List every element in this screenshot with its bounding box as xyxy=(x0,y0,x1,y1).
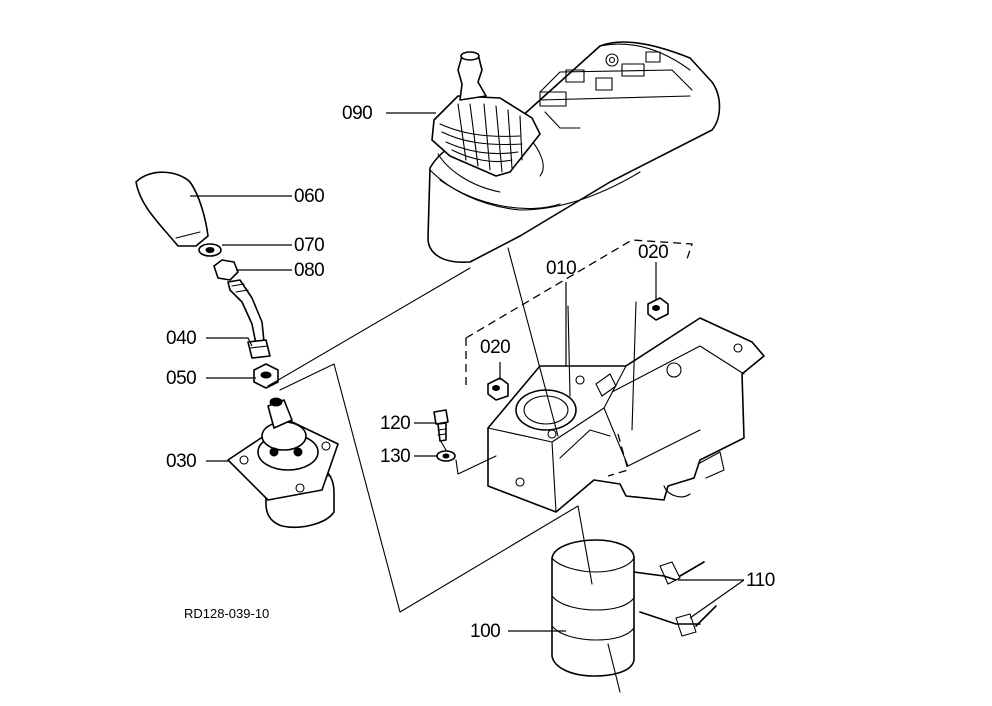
valve-part-030 xyxy=(227,397,339,528)
callout-020-right: 020 xyxy=(638,242,669,263)
nut-part-050 xyxy=(253,363,279,389)
callout-080: 080 xyxy=(294,260,325,281)
callout-010: 010 xyxy=(546,258,577,279)
boot-part-090 xyxy=(431,51,541,177)
callout-090: 090 xyxy=(342,103,373,124)
callout-020-left: 020 xyxy=(480,337,511,358)
washer-part-130 xyxy=(436,450,456,462)
bolt-part-120 xyxy=(433,409,449,442)
lever-part-040 xyxy=(213,259,271,359)
callout-110: 110 xyxy=(746,570,775,591)
drawing-code: RD128-039-10 xyxy=(184,606,270,621)
bushing-part-020a xyxy=(487,377,509,401)
callout-050: 050 xyxy=(166,368,197,389)
bushing-part-020b xyxy=(647,297,669,321)
callout-130: 130 xyxy=(380,446,411,467)
clamp-part-100 xyxy=(551,539,717,677)
bracket-part-010 xyxy=(487,317,765,513)
knob-part-060 xyxy=(135,171,222,257)
leader-lines xyxy=(190,112,745,632)
callout-030: 030 xyxy=(166,451,197,472)
callout-040: 040 xyxy=(166,328,197,349)
callout-070: 070 xyxy=(294,235,325,256)
callout-120: 120 xyxy=(380,413,411,434)
callout-100: 100 xyxy=(470,621,501,642)
callout-060: 060 xyxy=(294,186,325,207)
assembly-lines xyxy=(267,239,693,693)
